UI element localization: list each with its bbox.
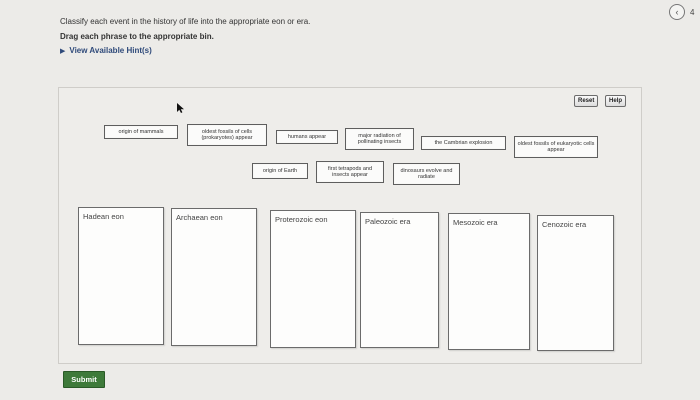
drag-item-eukaryotes[interactable]: oldest fossils of eukaryotic cells appea… (514, 136, 598, 158)
bin-label: Cenozoic era (542, 220, 587, 229)
drag-item-origin-of-mammals[interactable]: origin of mammals (104, 125, 178, 139)
page-number: 4 (690, 8, 695, 17)
view-hints-label: View Available Hint(s) (69, 46, 152, 55)
bin-archaean-eon[interactable]: Archaean eon (171, 208, 257, 346)
bin-label: Proterozoic eon (275, 215, 328, 224)
arrow-cursor-icon (177, 103, 184, 113)
bin-hadean-eon[interactable]: Hadean eon (78, 207, 164, 345)
view-hints-link[interactable]: ▶ View Available Hint(s) (60, 46, 152, 55)
bin-cenozoic-era[interactable]: Cenozoic era (537, 215, 614, 351)
back-arrow-icon: ‹ (675, 7, 679, 17)
bin-label: Paleozoic era (365, 217, 411, 226)
drag-item-origin-of-earth[interactable]: origin of Earth (252, 163, 308, 179)
drag-instruction-text: Drag each phrase to the appropriate bin. (60, 32, 214, 41)
caret-right-icon: ▶ (60, 47, 66, 55)
bin-label: Mesozoic era (453, 218, 498, 227)
bin-proterozoic-eon[interactable]: Proterozoic eon (270, 210, 356, 348)
bin-mesozoic-era[interactable]: Mesozoic era (448, 213, 530, 350)
help-button[interactable]: Help (605, 95, 627, 107)
reset-button[interactable]: Reset (574, 95, 599, 107)
drag-item-humans-appear[interactable]: humans appear (276, 130, 338, 144)
drag-item-prokaryotes[interactable]: oldest fossils of cells (prokaryotes) ap… (187, 124, 267, 146)
bin-paleozoic-era[interactable]: Paleozoic era (360, 212, 439, 348)
drag-item-pollinating-insects[interactable]: major radiation of pollinating insects (345, 128, 414, 150)
drag-item-cambrian-explosion[interactable]: the Cambrian explosion (421, 136, 506, 150)
back-button[interactable]: ‹ (669, 4, 685, 20)
instruction-text: Classify each event in the history of li… (60, 17, 311, 26)
drag-item-first-tetrapods[interactable]: first tetrapods and insects appear (316, 161, 384, 183)
bin-label: Hadean eon (83, 212, 124, 221)
bin-label: Archaean eon (176, 213, 223, 222)
drag-item-dinosaurs[interactable]: dinosaurs evolve and radiate (393, 163, 460, 185)
submit-button[interactable]: Submit (63, 371, 105, 388)
